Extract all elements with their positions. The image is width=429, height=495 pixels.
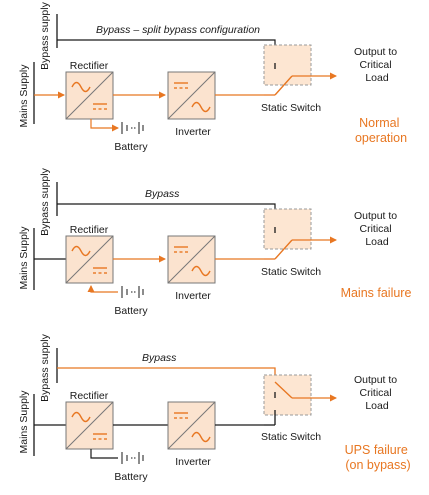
rectifier-label: Rectifier: [70, 60, 109, 72]
rectifier-block: [65, 71, 114, 120]
switch-blade: [274, 381, 293, 399]
inverter-block: [167, 71, 216, 120]
output-label: Output to Critical Load: [354, 210, 400, 248]
switch-blade: [274, 75, 293, 96]
rectifier-label: Rectifier: [70, 224, 109, 236]
static-switch-label: Static Switch: [261, 266, 321, 278]
ac-wave-icon: [191, 101, 211, 113]
mains-supply-label: Mains Supply: [18, 390, 30, 454]
static-switch-box: [263, 44, 312, 86]
mains-supply-label: Mains Supply: [18, 64, 30, 128]
rectifier-block: [65, 235, 114, 284]
bypass-line: [57, 367, 276, 392]
dc-symbol-icon: [174, 246, 188, 253]
static-switch-label: Static Switch: [261, 102, 321, 114]
battery-line: [90, 119, 119, 132]
battery-label: Battery: [114, 305, 148, 317]
ac-wave-icon: [191, 265, 211, 277]
bypass-label: Bypass: [142, 352, 177, 364]
inverter-label: Inverter: [175, 126, 211, 138]
rectifier-block: [65, 401, 114, 450]
bypass-supply-label: Bypass supply: [39, 333, 51, 401]
bypass-supply-label: Bypass supply: [39, 167, 51, 235]
inverter-block: [167, 401, 216, 450]
battery-line: [90, 449, 118, 459]
battery-icon: [121, 122, 144, 134]
dc-symbol-icon: [174, 412, 188, 419]
battery-icon: [121, 286, 144, 298]
battery-line: [87, 285, 118, 293]
output-label: Output to Critical Load: [354, 374, 400, 412]
inverter-label: Inverter: [175, 290, 211, 302]
battery-label: Battery: [114, 141, 148, 153]
dc-symbol-icon: [93, 433, 107, 440]
ac-wave-icon: [71, 411, 91, 423]
static-switch-label: Static Switch: [261, 431, 321, 443]
inverter-block: [167, 235, 216, 284]
panel-ups-failure: Bypass supply Mains Supply Bypass Rectif…: [18, 333, 411, 483]
switch-blade: [274, 239, 293, 260]
state-label: Normal operation: [355, 116, 407, 145]
mains-supply-label: Mains Supply: [18, 226, 30, 290]
battery-icon: [121, 452, 144, 464]
static-switch-box: [263, 374, 312, 416]
bypass-label: Bypass – split bypass configuration: [96, 24, 260, 36]
bypass-supply-label: Bypass supply: [39, 1, 51, 69]
battery-label: Battery: [114, 471, 148, 483]
bypass-label: Bypass: [145, 188, 180, 200]
dc-symbol-icon: [93, 103, 107, 110]
inverter-label: Inverter: [175, 456, 211, 468]
ac-wave-icon: [71, 245, 91, 257]
ac-wave-icon: [71, 81, 91, 93]
dc-symbol-icon: [93, 267, 107, 274]
ac-wave-icon: [191, 431, 211, 443]
state-label: Mains failure: [341, 286, 412, 300]
state-label: UPS failure (on bypass): [345, 443, 412, 472]
output-label: Output to Critical Load: [354, 46, 400, 84]
panel-mains-failure: Bypass supply Mains Supply Bypass Rectif…: [18, 167, 411, 317]
panel-normal-operation: Bypass supply Mains Supply Bypass – spli…: [18, 1, 407, 153]
static-switch-box: [263, 208, 312, 250]
rectifier-label: Rectifier: [70, 390, 109, 402]
dc-symbol-icon: [174, 82, 188, 89]
